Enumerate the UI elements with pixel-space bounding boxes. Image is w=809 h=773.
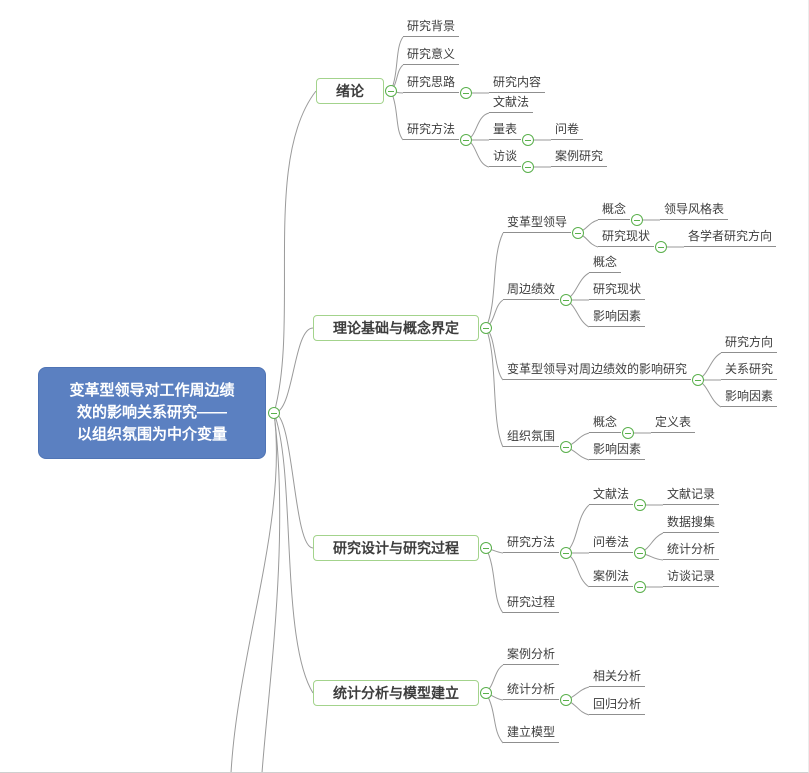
node-influencing-factors[interactable]: 影响因素 [589, 308, 645, 327]
connector-line [230, 412, 277, 772]
connector-line [565, 552, 590, 588]
node-scholars-directions[interactable]: 各学者研究方向 [684, 228, 776, 247]
node-research-approach[interactable]: 研究思路 [403, 74, 459, 93]
collapse-icon[interactable] [634, 581, 646, 593]
collapse-icon[interactable] [560, 694, 572, 706]
collapse-icon[interactable] [692, 374, 704, 386]
node-interview-records[interactable]: 访谈记录 [663, 568, 719, 587]
connector-line [273, 412, 314, 694]
node-statistical-analysis[interactable]: 统计分析 [503, 681, 559, 700]
node-research-methods[interactable]: 研究方法 [403, 121, 459, 140]
node-statistical-analysis[interactable]: 统计分析 [663, 541, 719, 560]
collapse-icon[interactable] [560, 294, 572, 306]
node-research-significance[interactable]: 研究意义 [403, 46, 459, 65]
node-build-model[interactable]: 建立模型 [503, 724, 559, 743]
node-regression-analysis[interactable]: 回归分析 [589, 696, 645, 715]
node-literature-method[interactable]: 文献法 [489, 94, 533, 113]
node-literature-records[interactable]: 文献记录 [663, 486, 719, 505]
node-research-content[interactable]: 研究内容 [489, 74, 545, 93]
collapse-icon[interactable] [385, 85, 397, 97]
collapse-icon[interactable] [522, 134, 534, 146]
collapse-icon[interactable] [460, 134, 472, 146]
node-leadership-style-table[interactable]: 领导风格表 [660, 201, 728, 220]
connector-line [390, 90, 404, 141]
node-case-study[interactable]: 案例研究 [551, 148, 607, 167]
branch-introduction[interactable]: 绪论 [316, 78, 384, 104]
collapse-icon[interactable] [634, 499, 646, 511]
node-research-process[interactable]: 研究过程 [503, 594, 559, 613]
collapse-icon[interactable] [460, 87, 472, 99]
node-transformational-leadership[interactable]: 变革型领导 [503, 214, 571, 233]
collapse-icon[interactable] [560, 547, 572, 559]
collapse-icon[interactable] [480, 687, 492, 699]
collapse-icon[interactable] [631, 214, 643, 226]
node-research-direction[interactable]: 研究方向 [721, 334, 777, 353]
node-peripheral-performance[interactable]: 周边绩效 [503, 281, 559, 300]
connector-line [390, 36, 404, 92]
node-relationship-research[interactable]: 关系研究 [721, 361, 777, 380]
connector-line [273, 412, 314, 549]
node-research-status[interactable]: 研究现状 [598, 228, 654, 247]
node-research-background[interactable]: 研究背景 [403, 18, 459, 37]
collapse-icon[interactable] [622, 427, 634, 439]
connector-line [261, 412, 281, 772]
branch-statistics-model[interactable]: 统计分析与模型建立 [313, 680, 479, 706]
node-questionnaire[interactable]: 问卷 [551, 121, 583, 140]
collapse-icon[interactable] [560, 441, 572, 453]
node-research-status[interactable]: 研究现状 [589, 281, 645, 300]
collapse-icon[interactable] [480, 322, 492, 334]
node-definition-table[interactable]: 定义表 [651, 414, 695, 433]
connector-line [485, 692, 504, 744]
node-correlation-analysis[interactable]: 相关分析 [589, 668, 645, 687]
node-organizational-climate[interactable]: 组织氛围 [503, 428, 559, 447]
node-literature-method[interactable]: 文献法 [589, 486, 633, 505]
node-concept[interactable]: 概念 [589, 414, 621, 433]
node-concept[interactable]: 概念 [598, 201, 630, 220]
branch-research-design[interactable]: 研究设计与研究过程 [313, 535, 479, 561]
node-scale[interactable]: 量表 [489, 121, 521, 140]
node-influencing-factors[interactable]: 影响因素 [589, 441, 645, 460]
node-case-method[interactable]: 案例法 [589, 568, 633, 587]
collapse-icon[interactable] [268, 407, 280, 419]
node-research-methods[interactable]: 研究方法 [503, 534, 559, 553]
root-topic[interactable]: 变革型领导对工作周边绩 效的影响关系研究—— 以组织氛围为中介变量 [38, 367, 266, 459]
branch-theory-concepts[interactable]: 理论基础与概念界定 [313, 315, 479, 341]
node-concept[interactable]: 概念 [589, 254, 621, 273]
node-influencing-factors[interactable]: 影响因素 [721, 388, 777, 407]
connector-line [565, 504, 590, 554]
connector-line [273, 327, 314, 414]
connector-line [485, 232, 504, 329]
collapse-icon[interactable] [522, 161, 534, 173]
node-questionnaire-method[interactable]: 问卷法 [589, 534, 633, 553]
connector-line [485, 327, 504, 448]
collapse-icon[interactable] [655, 241, 667, 253]
connector-line [273, 90, 317, 414]
collapse-icon[interactable] [572, 227, 584, 239]
collapse-icon[interactable] [634, 547, 646, 559]
node-interview[interactable]: 访谈 [489, 148, 521, 167]
connector-line [485, 547, 504, 614]
collapse-icon[interactable] [480, 542, 492, 554]
node-data-collection[interactable]: 数据搜集 [663, 514, 719, 533]
node-case-analysis[interactable]: 案例分析 [503, 646, 559, 665]
node-influence-research[interactable]: 变革型领导对周边绩效的影响研究 [503, 361, 691, 380]
